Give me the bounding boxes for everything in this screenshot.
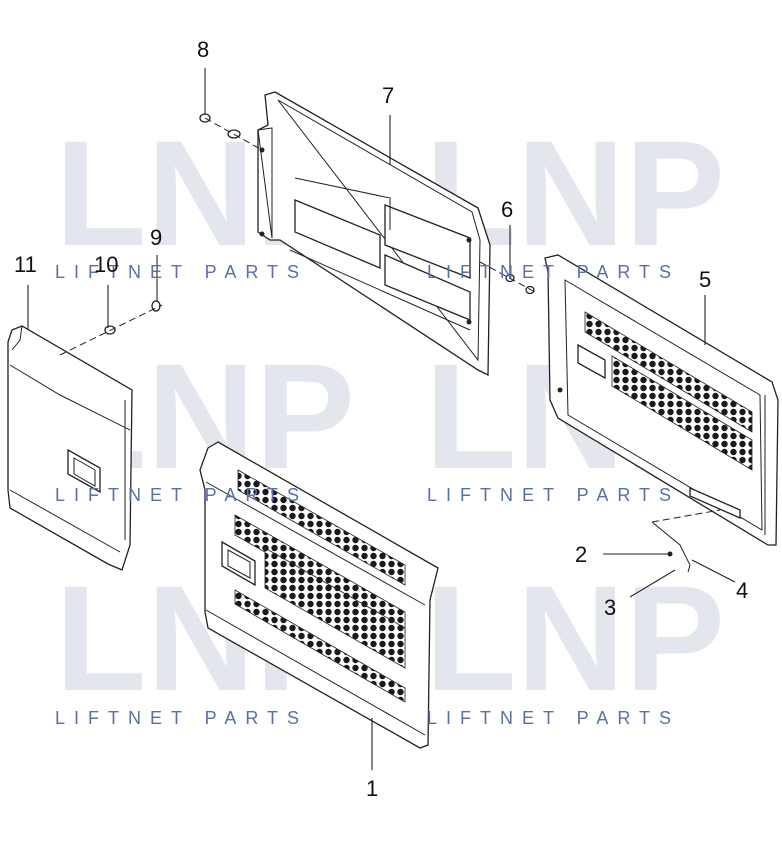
watermark-caption: LIFTNET PARTS [55,708,308,728]
part-1-front-mesh-panel [199,441,439,749]
watermark-caption: LIFTNET PARTS [55,485,308,505]
part-5-right-door-panel [544,254,779,546]
part-6-bolt-nut [479,261,536,295]
part-8-bolt-washer [199,113,263,151]
callout-10: 10 [94,252,118,277]
leader-lines [27,68,736,770]
callout-5: 5 [699,267,711,292]
watermark-caption: LIFTNET PARTS [427,708,680,728]
part-7-rear-panel [257,91,491,377]
callout-9: 9 [150,225,162,250]
callout-1: 1 [366,776,378,801]
svg-text:LNP: LNP [425,554,725,722]
part-2-3-4-rod-assembly [651,509,721,573]
part-11-left-side-panel [7,325,133,571]
watermark-caption: LIFTNET PARTS [427,485,680,505]
callout-11: 11 [14,252,37,277]
watermark-captions: LIFTNET PARTS LIFTNET PARTS LIFTNET PART… [55,262,680,728]
watermark-caption: LIFTNET PARTS [427,262,680,282]
callout-8: 8 [197,37,209,62]
callout-4: 4 [736,578,748,603]
callout-3: 3 [604,595,616,620]
part-9-10-bolt-washer [59,300,163,356]
callout-2: 2 [575,542,587,567]
watermark-caption: LIFTNET PARTS [55,262,308,282]
callout-6: 6 [501,197,513,222]
callout-7: 7 [382,83,394,108]
callout-labels: 8 7 9 10 11 6 5 2 4 3 1 [14,37,748,801]
